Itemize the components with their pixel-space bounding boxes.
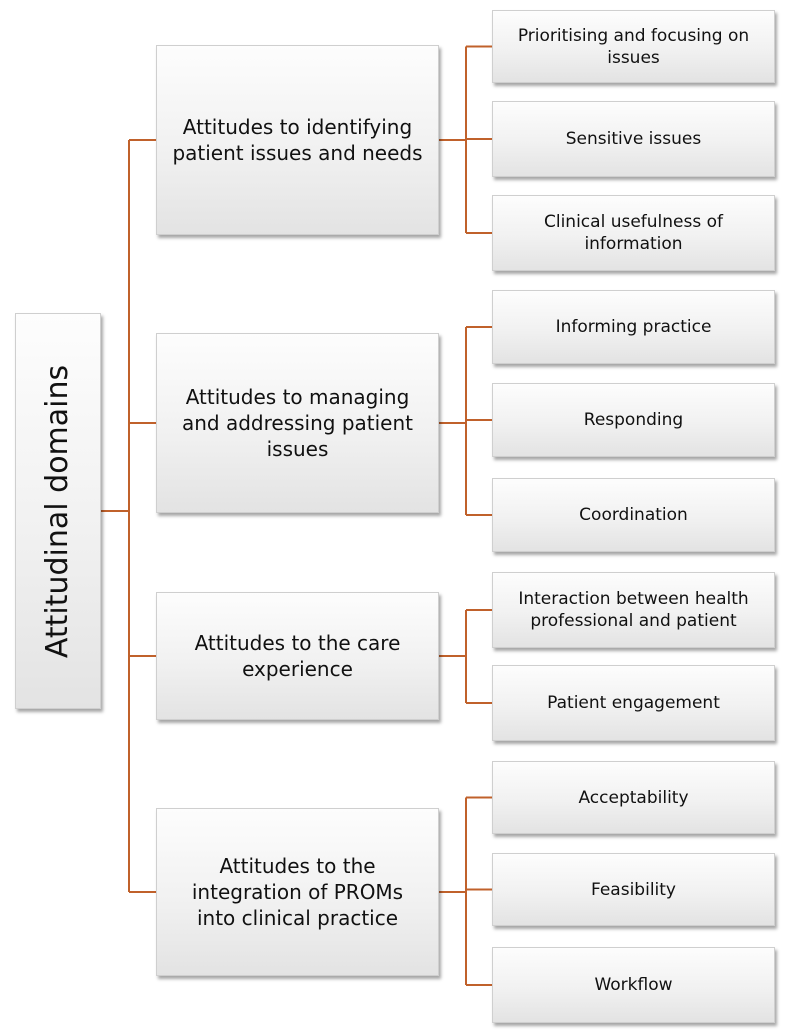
root-label: Attitudinal domains	[40, 364, 76, 658]
subtheme-prioritising: Prioritising and focusing on issues	[492, 10, 775, 83]
domain-label: Attitudes to identifying patient issues …	[172, 115, 423, 165]
subtheme-responding: Responding	[492, 383, 775, 457]
domain-label: Attitudes to managing and addressing pat…	[181, 385, 413, 461]
domain-node-integration: Attitudes to the integration of PROMs in…	[156, 808, 439, 976]
subtheme-label: Interaction between health professional …	[518, 589, 749, 631]
subtheme-label: Prioritising and focusing on issues	[517, 25, 750, 68]
subtheme-label: Feasibility	[591, 879, 676, 900]
subtheme-acceptability: Acceptability	[492, 761, 775, 834]
root-node: Attitudinal domains	[15, 313, 101, 709]
subtheme-coordination: Coordination	[492, 478, 775, 552]
subtheme-patient-engagement: Patient engagement	[492, 665, 775, 741]
subtheme-informing-practice: Informing practice	[492, 290, 775, 364]
subtheme-label: Workflow	[594, 975, 673, 995]
domain-label: Attitudes to the integration of PROMs in…	[191, 854, 404, 930]
domain-node-identifying: Attitudes to identifying patient issues …	[156, 45, 439, 235]
subtheme-sensitive-issues: Sensitive issues	[492, 101, 775, 177]
subtheme-label: Coordination	[579, 505, 688, 525]
subtheme-label: Acceptability	[578, 787, 689, 808]
subtheme-interaction: Interaction between health professional …	[492, 572, 775, 648]
subtheme-feasibility: Feasibility	[492, 853, 775, 926]
domain-node-managing: Attitudes to managing and addressing pat…	[156, 333, 439, 513]
subtheme-label: Informing practice	[555, 317, 712, 337]
domain-node-care-experience: Attitudes to the care experience	[156, 592, 439, 720]
subtheme-label: Sensitive issues	[565, 129, 702, 149]
subtheme-clinical-usefulness: Clinical usefulness of information	[492, 195, 775, 271]
subtheme-label: Responding	[583, 410, 684, 430]
subtheme-label: Clinical usefulness of information	[543, 212, 723, 254]
domain-label: Attitudes to the care experience	[194, 631, 401, 681]
subtheme-workflow: Workflow	[492, 947, 775, 1023]
subtheme-label: Patient engagement	[547, 693, 720, 713]
